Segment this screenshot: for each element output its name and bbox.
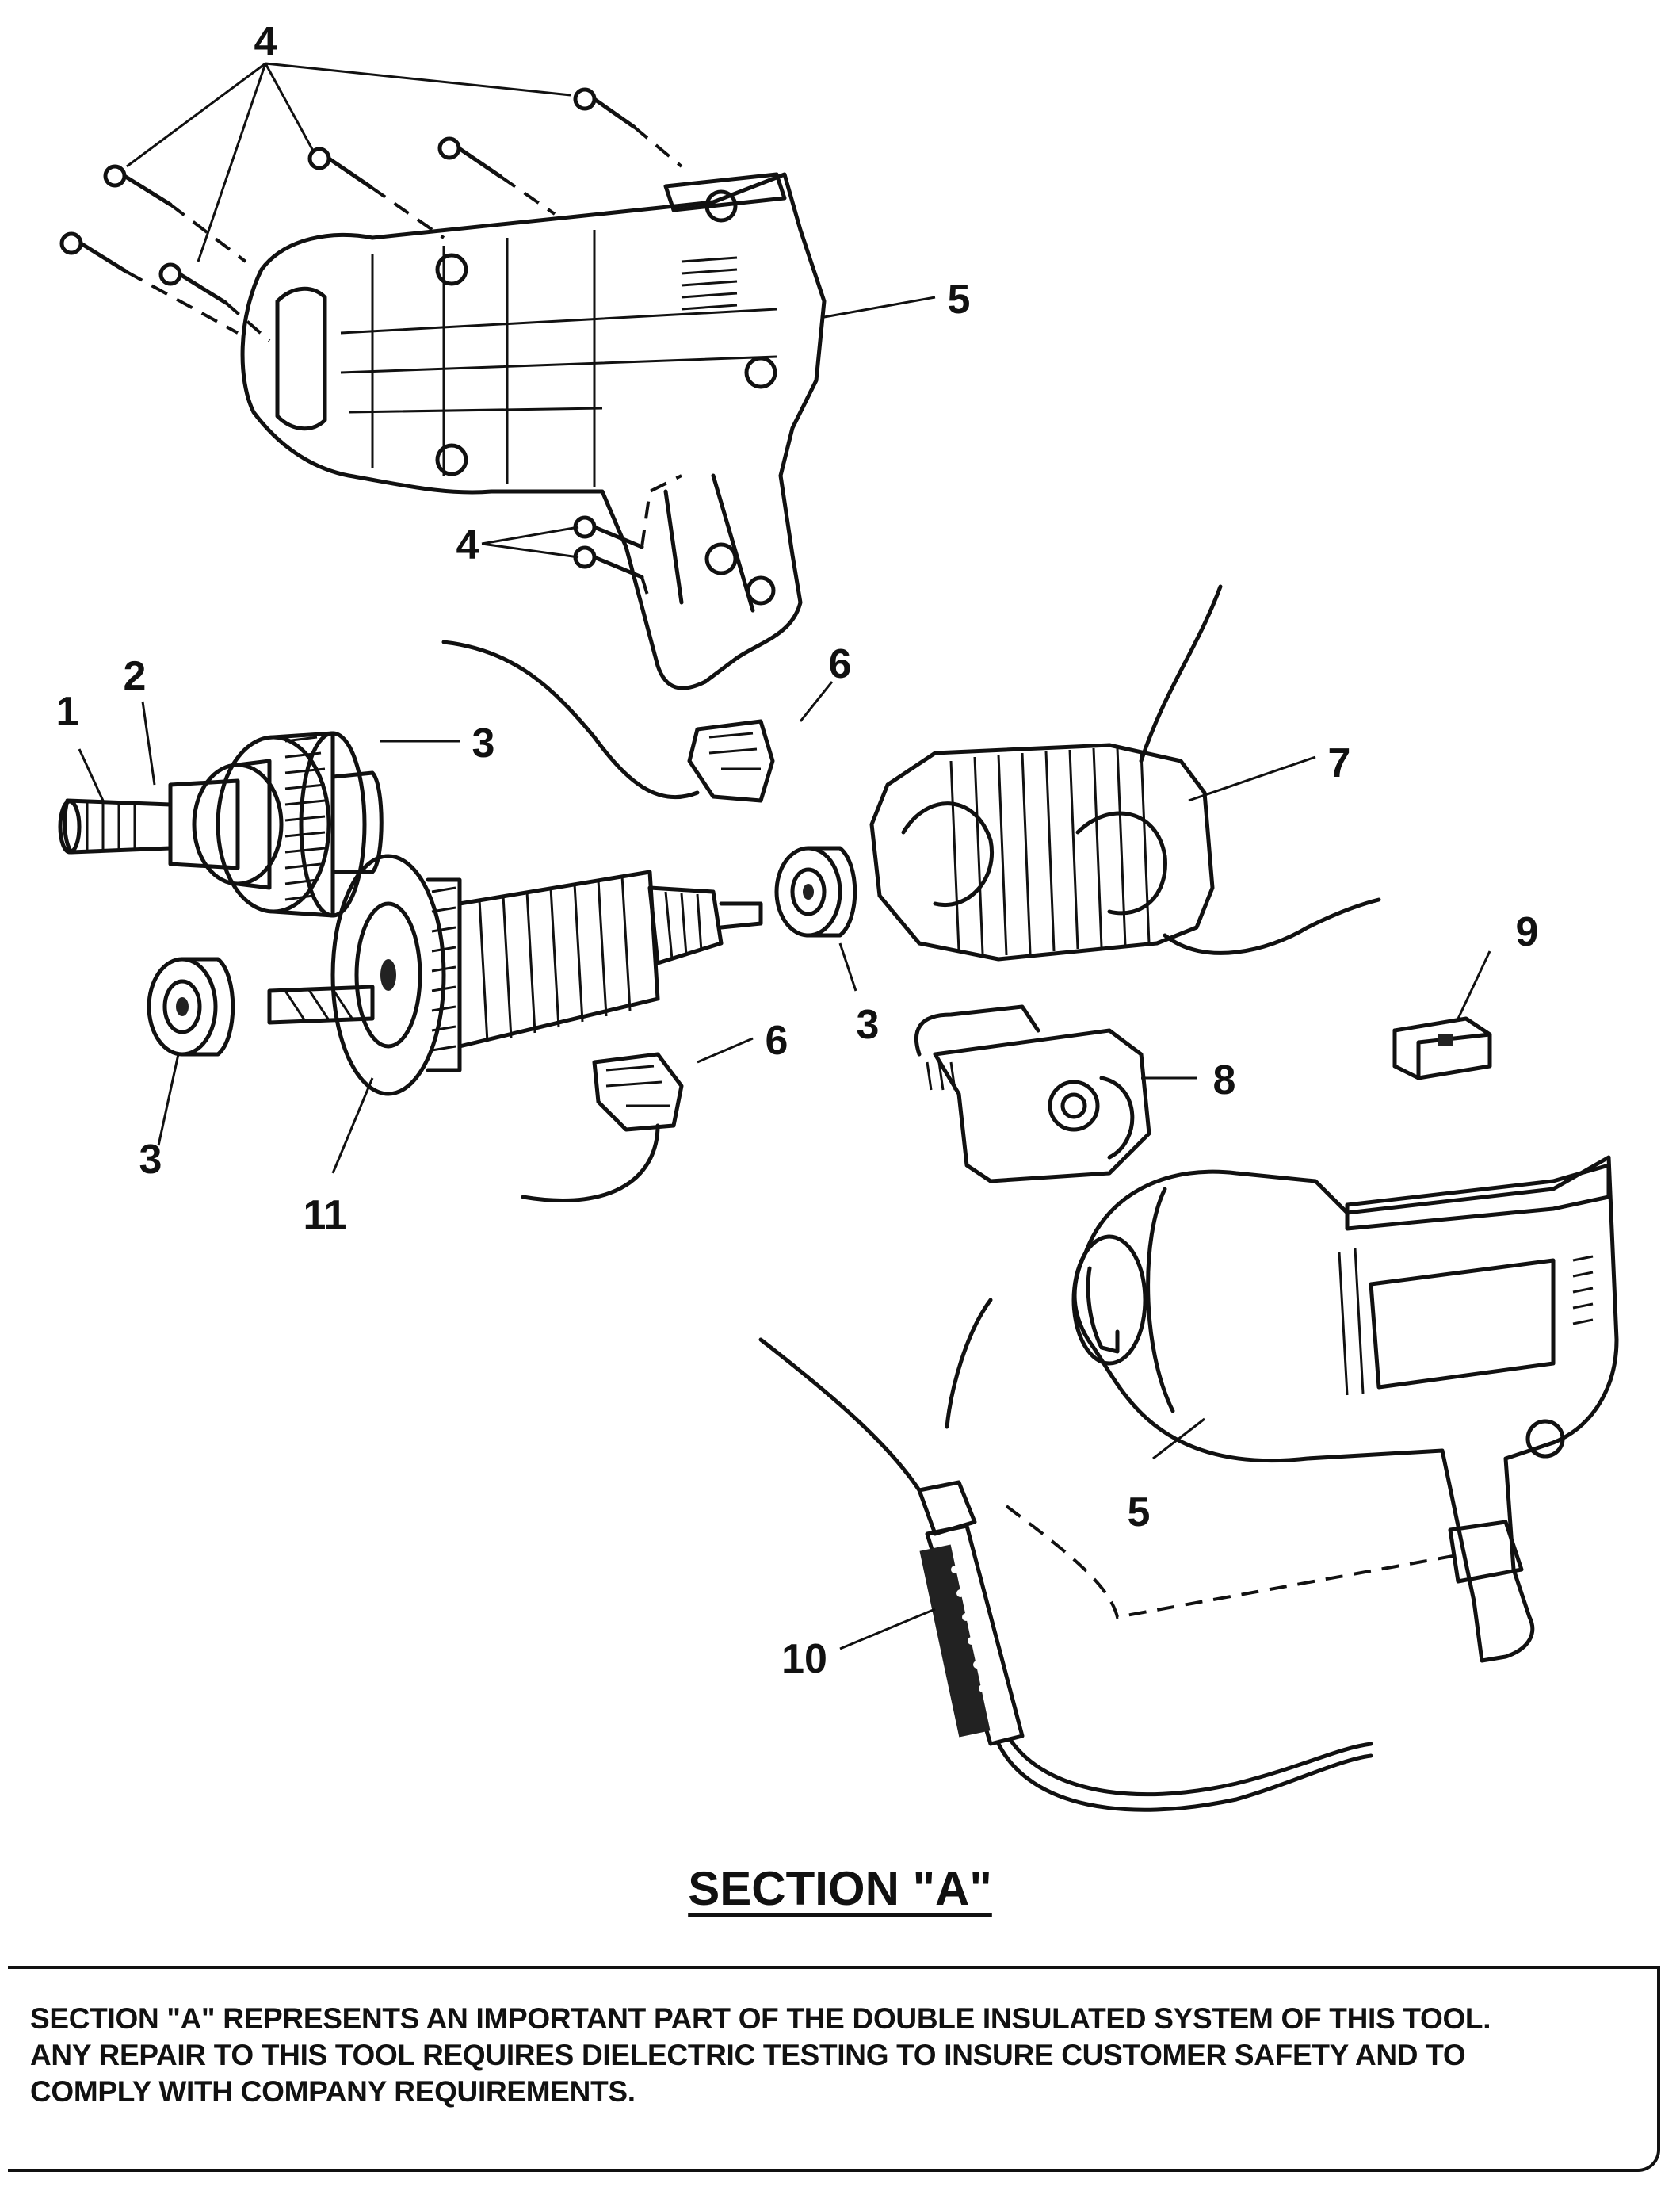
callout-4-top: 4 (254, 19, 277, 65)
callout-2: 2 (124, 653, 147, 699)
section-title: SECTION "A" (0, 1861, 1680, 1916)
field-coil-drawing (869, 584, 1381, 962)
leader-lines (78, 296, 1491, 1650)
callout-11: 11 (304, 1192, 347, 1238)
callout-6-b: 6 (766, 1018, 788, 1064)
notice-box: SECTION "A" REPRESENTS AN IMPORTANT PART… (8, 1966, 1660, 2172)
callout-7: 7 (1328, 740, 1351, 786)
section-title-text: SECTION "A" (688, 1862, 992, 1915)
callout-labels: 4 5 4 1 2 3 6 7 9 3 6 8 3 11 5 10 (56, 19, 1539, 1682)
callout-5-bottom: 5 (1128, 1489, 1151, 1535)
notice-line-2: ANY REPAIR TO THIS TOOL REQUIRES DIELECT… (30, 2039, 1466, 2071)
bearings-drawing (147, 846, 857, 1057)
switch-drawing (914, 1004, 1151, 1183)
brush-holders-drawing (441, 640, 775, 1202)
callout-10: 10 (781, 1636, 827, 1682)
exploded-parts-diagram: 4 5 4 1 2 3 6 7 9 3 6 8 3 11 5 10 (56, 19, 1619, 1812)
callout-1: 1 (56, 689, 79, 735)
callout-3-b: 3 (857, 1002, 880, 1048)
cord-drawing (758, 1298, 1467, 1812)
brush-cap-drawing (1392, 1016, 1492, 1080)
notice-line-1: SECTION "A" REPRESENTS AN IMPORTANT PART… (30, 2002, 1491, 2035)
assembled-housing-drawing (1071, 1155, 1619, 1663)
notice-line-3: COMPLY WITH COMPANY REQUIREMENTS. (30, 2075, 636, 2108)
callout-9: 9 (1516, 909, 1539, 955)
screws-drawing (59, 62, 683, 603)
housing-half-drawing (240, 172, 827, 690)
callout-3-c: 3 (139, 1137, 162, 1183)
armature-drawing (267, 854, 763, 1096)
callout-3-a: 3 (472, 721, 495, 767)
spindle-gear-drawing (58, 731, 384, 918)
callout-4-mid: 4 (456, 522, 479, 568)
callout-6-a: 6 (829, 641, 852, 687)
callout-8: 8 (1213, 1057, 1236, 1103)
callout-5-top: 5 (948, 277, 971, 323)
